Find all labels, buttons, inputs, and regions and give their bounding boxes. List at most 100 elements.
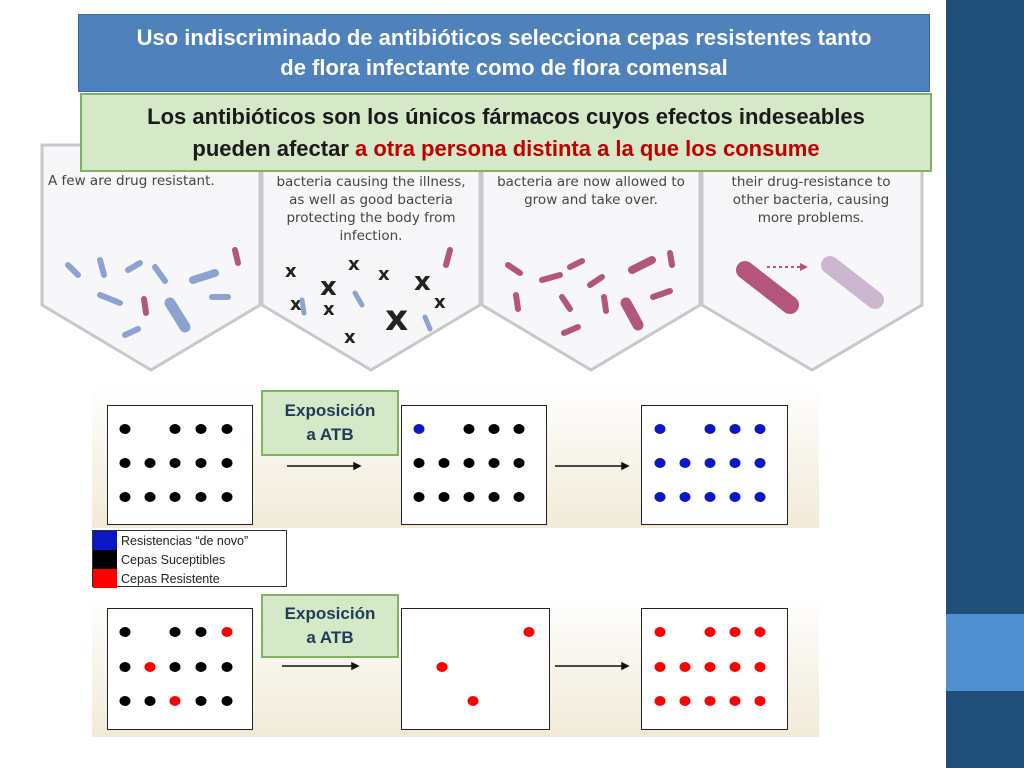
exp1-final-dot: [754, 458, 766, 468]
exp1-exposed-dot: [488, 424, 500, 434]
legend-item-de-novo: Resistencias “de novo”: [93, 531, 286, 550]
panel-3-caption: bacteria are now allowed to grow and tak…: [497, 174, 685, 208]
exp1-exposed-dot: [463, 424, 475, 434]
experiment-2-exposure-label: Exposición a ATB: [261, 594, 399, 658]
panel-4-caption: their drug-resistance to other bacteria,…: [731, 174, 891, 226]
svg-text:x: x: [434, 292, 446, 313]
panel-3-bacteria: [505, 250, 675, 336]
exp2-start-dot: [195, 662, 207, 672]
exp1-exposed-dot: [513, 458, 525, 468]
exp2-final-dot: [704, 696, 716, 706]
exp1-start-dot: [221, 492, 233, 502]
exp1-start-dot: [195, 424, 207, 434]
legend-item-resistant: Cepas Resistente: [93, 569, 286, 588]
key-message-box: Los antibióticos son los únicos fármacos…: [80, 93, 932, 172]
exp1-exposed-dot: [463, 458, 475, 468]
exp1-final-dot: [654, 492, 666, 502]
exp2-final-dot: [729, 627, 741, 637]
svg-text:x: x: [344, 327, 356, 348]
exp1-exposed-dot: [463, 492, 475, 502]
svg-text:x: x: [378, 264, 390, 285]
legend-item-susceptible: Cepas Suceptibles: [93, 550, 286, 569]
exp1-final-dot: [654, 458, 666, 468]
legend-swatch-black: [93, 550, 117, 569]
exp2-final-dot: [654, 696, 666, 706]
exp2-start-dot: [119, 627, 131, 637]
experiment-2-dish-exposed: [401, 608, 550, 730]
exp1-start-dot: [221, 424, 233, 434]
slide-title: Uso indiscriminado de antibióticos selec…: [78, 14, 930, 92]
exp1-exposed-dot: [488, 458, 500, 468]
exp1-exposed-dot: [513, 492, 525, 502]
exp1-start-dot: [169, 424, 181, 434]
exp1-final-dot: [729, 424, 741, 434]
exp1-exposed-dot: [513, 424, 525, 434]
exp2-final-dot: [754, 627, 766, 637]
exp2-start-dot: [119, 662, 131, 672]
exp2-final-dot: [654, 627, 666, 637]
exp2-final-dot: [679, 696, 691, 706]
colony-diagram: [119, 424, 766, 706]
exp1-start-dot: [119, 424, 131, 434]
svg-text:x: x: [323, 299, 335, 320]
exp2-start-dot: [169, 627, 181, 637]
exp1-start-dot: [119, 458, 131, 468]
key-message-line-2: pueden afectar a otra persona distinta a…: [192, 135, 820, 161]
legend-swatch-blue: [93, 531, 117, 550]
key-message-highlight: a otra persona distinta a la que los con…: [355, 135, 820, 161]
exp2-start-dot: [119, 696, 131, 706]
exp1-start-dot: [144, 458, 156, 468]
exp1-final-dot: [754, 424, 766, 434]
exp1-final-dot: [729, 492, 741, 502]
exp2-final-dot: [654, 662, 666, 672]
svg-text:x: x: [285, 261, 297, 282]
svg-text:x: x: [385, 298, 408, 339]
exp2-final-dot: [704, 662, 716, 672]
exp2-final-dot: [704, 627, 716, 637]
exp2-start-dot: [169, 662, 181, 672]
key-message-line-1: Los antibióticos son los únicos fármacos…: [147, 103, 865, 129]
exp1-exposed-dot: [438, 458, 450, 468]
exp2-final-dot: [729, 662, 741, 672]
exp2-start-dot: [169, 696, 181, 706]
exp1-start-dot: [195, 492, 207, 502]
exp2-start-dot: [221, 662, 233, 672]
exp2-start-dot: [221, 696, 233, 706]
exp1-start-dot: [169, 458, 181, 468]
exp1-final-dot: [704, 492, 716, 502]
exp1-final-dot: [679, 492, 691, 502]
exp1-start-dot: [144, 492, 156, 502]
legend-swatch-red: [93, 569, 117, 588]
bacteria-illustration: x x x x x x x x x x: [40, 143, 924, 372]
exp2-start-dot: [195, 627, 207, 637]
exp2-start-dot: [221, 627, 233, 637]
exp2-final-dot: [754, 662, 766, 672]
exp2-start-dot: [195, 696, 207, 706]
svg-text:x: x: [290, 294, 302, 315]
exp2-exposed-dot: [523, 627, 535, 637]
slide-title-line-2: de flora infectante como de flora comens…: [280, 55, 728, 80]
exp1-exposed-dot: [438, 492, 450, 502]
exp1-exposed-dot: [413, 458, 425, 468]
exp1-start-dot: [119, 492, 131, 502]
exp2-exposed-dot: [467, 696, 479, 706]
exp2-start-dot: [144, 662, 156, 672]
exp2-final-dot: [754, 696, 766, 706]
exp1-exposed-dot: [413, 492, 425, 502]
exp1-final-dot: [754, 492, 766, 502]
exp1-final-dot: [679, 458, 691, 468]
exp1-final-dot: [704, 458, 716, 468]
svg-text:x: x: [348, 254, 360, 275]
panel-1-bacteria: [65, 247, 241, 338]
exp1-exposed-dot: [488, 492, 500, 502]
exp2-exposed-dot: [436, 662, 448, 672]
sidebar-accent: [946, 614, 1024, 691]
exp1-start-dot: [221, 458, 233, 468]
svg-text:x: x: [320, 272, 337, 302]
exp1-final-dot: [729, 458, 741, 468]
panel-1-caption: A few are drug resistant.: [48, 173, 215, 189]
exp1-exposed-dot: [413, 424, 425, 434]
exp2-final-dot: [679, 662, 691, 672]
panel-2-caption: bacteria causing the illness, as well as…: [276, 174, 466, 244]
panel-4-transfer: [736, 256, 884, 314]
